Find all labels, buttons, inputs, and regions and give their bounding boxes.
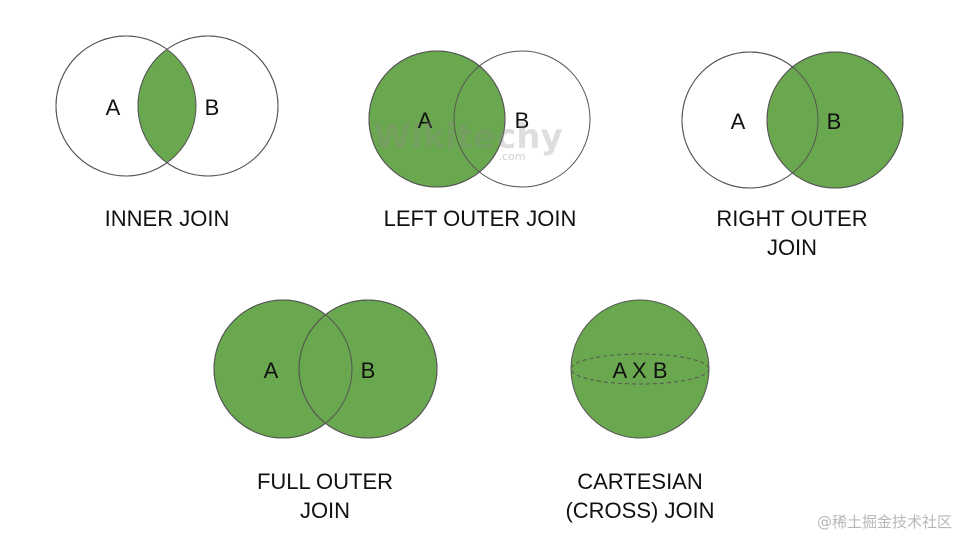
caption-line: JOIN xyxy=(766,235,818,260)
label-b: B xyxy=(515,108,530,133)
circle-a-outline xyxy=(213,299,353,439)
caption-line: INNER JOIN xyxy=(104,206,230,231)
caption-inner-join: INNER JOIN xyxy=(67,204,267,233)
caption-line: (CROSS) JOIN xyxy=(565,498,715,523)
caption-cartesian-join: CARTESIAN (CROSS) JOIN xyxy=(540,467,740,525)
circle-b-outline xyxy=(137,35,279,177)
diagram-cartesian-join: A X B xyxy=(570,299,710,439)
label-a: A xyxy=(731,109,746,134)
label-b: B xyxy=(361,358,376,383)
caption-line: CARTESIAN xyxy=(577,469,703,494)
watermark-logo: Wikitechy xyxy=(373,117,562,157)
label-b: B xyxy=(205,95,220,120)
label-b: B xyxy=(827,109,842,134)
diagram-right-outer-join: A B xyxy=(681,51,904,189)
circle-b-outline xyxy=(453,50,591,188)
circle-a-outline xyxy=(681,51,819,189)
caption-left-outer-join: LEFT OUTER JOIN xyxy=(360,204,600,233)
label-a: A xyxy=(418,108,433,133)
caption-full-outer-join: FULL OUTER JOIN xyxy=(225,467,425,525)
equator-ellipse xyxy=(570,353,710,385)
diagram-inner-join: A B xyxy=(55,35,279,177)
caption-line: RIGHT OUTER xyxy=(716,206,868,231)
caption-line: JOIN xyxy=(299,498,351,523)
caption-line: LEFT OUTER JOIN xyxy=(383,206,577,231)
diagram-full-outer-join: A B xyxy=(213,299,438,439)
intersection-region xyxy=(138,36,196,176)
label-a: A xyxy=(264,358,279,383)
watermark-suffix: .com xyxy=(499,150,526,163)
label-a: A xyxy=(106,95,121,120)
diagram-left-outer-join: A B Wikitechy .com xyxy=(368,50,591,188)
circle-a-outline xyxy=(55,35,197,177)
circle-a-outline xyxy=(368,50,506,188)
source-credit: @稀土掘金技术社区 xyxy=(816,513,952,531)
circle-b-outline xyxy=(298,299,438,439)
circle-b-outline xyxy=(766,51,904,189)
label-product: A X B xyxy=(612,358,667,383)
caption-right-outer-join: RIGHT OUTER JOIN xyxy=(692,204,892,262)
caption-line: FULL OUTER xyxy=(256,469,394,494)
